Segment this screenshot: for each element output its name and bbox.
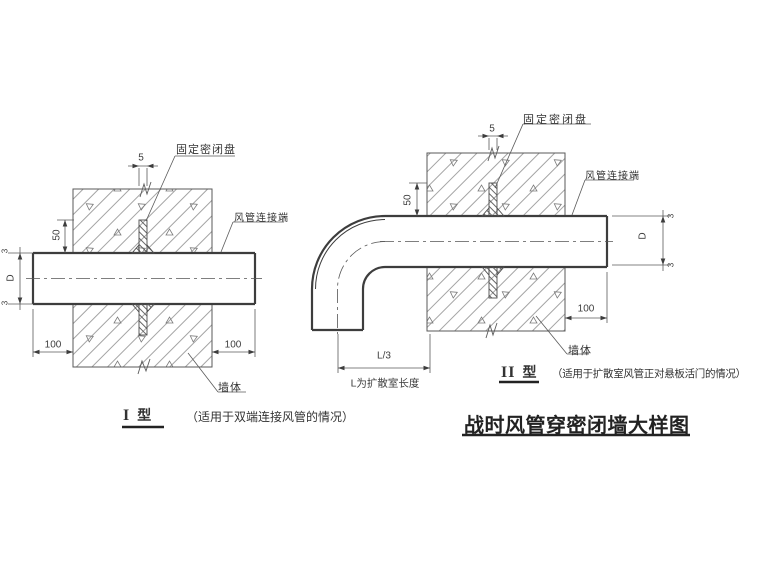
left-dim-duct-diameter-text: D xyxy=(5,274,17,282)
right-leaders xyxy=(494,123,634,355)
page-title: 战时风管穿密闭墙大样图 xyxy=(464,415,690,437)
left-type-note: （适用于双端连接风管的情况） xyxy=(186,410,355,424)
break-symbol xyxy=(137,358,151,375)
right-dim-plate-height xyxy=(409,182,427,216)
break-symbol xyxy=(487,145,500,162)
left-dim-plate-height-text: 50 xyxy=(51,229,63,241)
left-leaders xyxy=(145,155,284,393)
right-elbow-double-line xyxy=(315,219,386,290)
right-dim-elbow-offset xyxy=(337,334,431,373)
right-dim-plate-width-text: 5 xyxy=(489,123,495,135)
right-dim-thickness-top-text: 3 xyxy=(666,213,676,219)
right-dim-thickness-bottom-text: 3 xyxy=(666,262,676,268)
right-duct-centerline xyxy=(337,241,613,334)
left-seal-plate-label: 固定密闭盘 xyxy=(176,144,236,156)
right-dim-plate-height-text: 50 xyxy=(402,194,414,206)
break-symbol xyxy=(485,322,498,339)
right-dim-wall-extension xyxy=(565,272,608,323)
left-dim-thickness-bottom-text: 3 xyxy=(0,300,10,306)
right-type-numeral: II xyxy=(501,364,516,381)
left-dim-left-extension-text: 100 xyxy=(44,339,62,351)
right-dim-plate-width xyxy=(478,133,508,150)
right-seal-plate-upper xyxy=(481,182,505,217)
left-dim-plate-width xyxy=(128,163,158,186)
left-dim-duct-diameter xyxy=(8,247,33,310)
right-dim-wall-extension-text: 100 xyxy=(577,303,595,315)
right-dim-duct-diameter-text: D xyxy=(637,232,649,240)
left-dim-plate-height xyxy=(57,219,74,253)
left-dim-extensions xyxy=(32,309,256,357)
left-dim-right-extension-text: 100 xyxy=(224,339,242,351)
right-dim-duct-diameter xyxy=(612,210,670,271)
right-dim-elbow-offset-text: L/3 xyxy=(377,350,391,362)
left-dim-thickness-top-text: 3 xyxy=(0,248,10,254)
right-duct-end-label: 风管连接端 xyxy=(585,171,640,182)
left-type-numeral: I xyxy=(123,407,131,424)
break-symbol xyxy=(139,181,152,198)
left-duct-end-label: 风管连接端 xyxy=(234,213,289,224)
left-seal-plate-upper xyxy=(131,219,155,254)
left-type-word: 型 xyxy=(137,407,152,423)
left-seal-plate-lower xyxy=(131,303,155,336)
left-wall-label: 墙体 xyxy=(218,382,242,394)
right-type-word: 型 xyxy=(522,364,537,380)
right-seal-plate-lower xyxy=(481,266,505,299)
right-type-caption: II 型 xyxy=(501,362,536,382)
left-dim-plate-width-text: 5 xyxy=(138,152,144,164)
right-wall-label: 墙体 xyxy=(568,345,592,357)
right-seal-plate-label: 固定密闭盘 xyxy=(523,114,588,126)
right-type-note: （适用于扩散室风管正对悬板活门的情况） xyxy=(552,368,746,380)
left-detail-drawing xyxy=(8,155,284,429)
right-elbow-note: L为扩散室长度 xyxy=(350,377,420,390)
right-detail-drawing xyxy=(310,123,670,384)
